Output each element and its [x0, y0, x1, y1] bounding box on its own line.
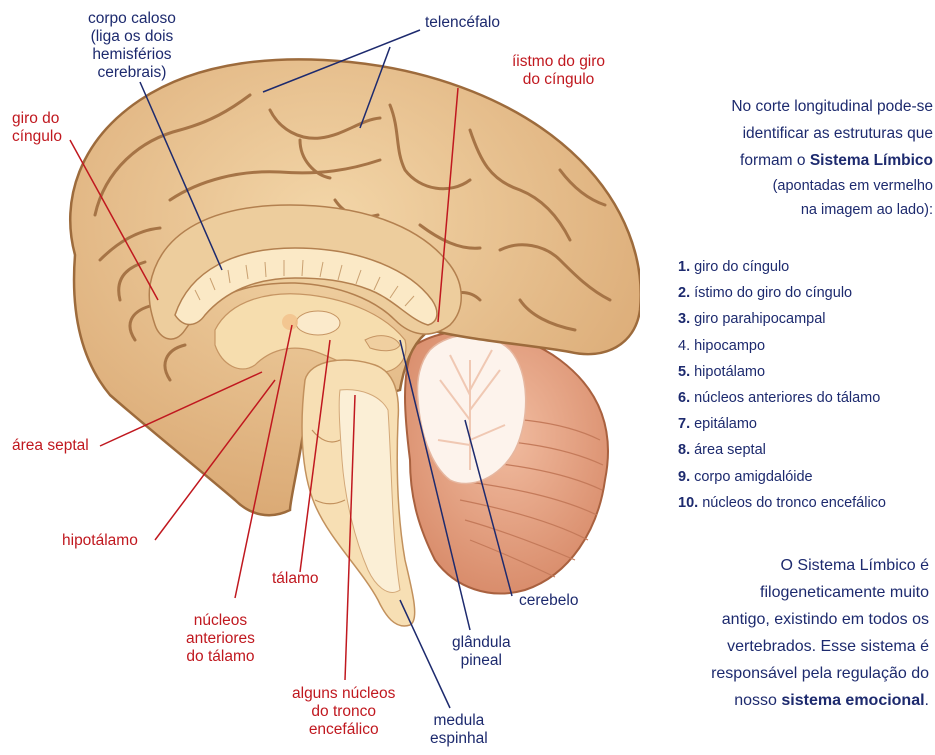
label-glandula-line1: glândula [452, 634, 511, 652]
list-item-number: 4. [678, 338, 690, 354]
label-alguns-nucleos-line2: do tronco [292, 703, 395, 721]
label-medula-line1: medula [430, 712, 488, 730]
label-giro-cingulo: giro do cíngulo [12, 110, 62, 146]
outro-line6-bold: sistema emocional [781, 692, 924, 709]
intro-line3-bold: Sistema Límbico [810, 152, 933, 169]
outro-line4: vertebrados. Esse sistema é [711, 633, 929, 660]
brain-illustration [0, 0, 640, 755]
label-giro-cingulo-line1: giro do [12, 110, 62, 128]
list-item: 5. hipotálamo [678, 359, 886, 385]
label-hipotalamo: hipotálamo [62, 532, 138, 550]
label-corpo-caloso-line1: corpo caloso [88, 10, 176, 28]
list-item: 4. hipocampo [678, 333, 886, 359]
label-corpo-caloso-line4: cerebrais) [88, 64, 176, 82]
label-alguns-nucleos-line3: encefálico [292, 721, 395, 739]
list-item-text: giro do cíngulo [690, 259, 789, 275]
cerebellum [405, 331, 608, 594]
list-item-text: corpo amigdalóide [690, 469, 813, 485]
label-nucleos-anteriores: núcleos anteriores do tálamo [186, 612, 255, 666]
outro-line6-text: nosso [734, 692, 781, 709]
list-item-text: núcleos anteriores do tálamo [690, 390, 880, 406]
list-item-number: 10. [678, 495, 698, 511]
thalamus-mass [296, 311, 340, 335]
outro-line2: filogeneticamente muito [711, 579, 929, 606]
label-istmo-line1: íistmo do giro [512, 53, 605, 71]
label-corpo-caloso: corpo caloso (liga os dois hemisférios c… [88, 10, 176, 82]
label-cerebelo: cerebelo [519, 592, 578, 610]
intro-line3: formam o Sistema Límbico [731, 147, 933, 174]
list-item-number: 7. [678, 416, 690, 432]
outro-line1: O Sistema Límbico é [711, 552, 929, 579]
label-glandula-line2: pineal [452, 652, 511, 670]
list-item-number: 3. [678, 311, 690, 327]
list-item-number: 8. [678, 442, 690, 458]
label-istmo: íistmo do giro do cíngulo [512, 53, 605, 89]
label-nucleos-anteriores-line2: anteriores [186, 630, 255, 648]
list-item: 9. corpo amigdalóide [678, 464, 886, 490]
label-medula: medula espinhal [430, 712, 488, 748]
intro-text: No corte longitudinal pode-se identifica… [731, 93, 933, 222]
intro-line4: (apontadas em vermelho [731, 174, 933, 198]
list-item-number: 1. [678, 259, 690, 275]
list-item: 8. área septal [678, 437, 886, 463]
label-area-septal: área septal [12, 437, 89, 455]
outro-line3: antigo, existindo em todos os [711, 606, 929, 633]
list-item: 2. ístimo do giro do cíngulo [678, 280, 886, 306]
label-nucleos-anteriores-line3: do tálamo [186, 648, 255, 666]
label-nucleos-anteriores-line1: núcleos [186, 612, 255, 630]
list-item-text: ístimo do giro do cíngulo [690, 285, 852, 301]
list-item: 1. giro do cíngulo [678, 254, 886, 280]
list-item: 6. núcleos anteriores do tálamo [678, 385, 886, 411]
intro-line5: na imagem ao lado): [731, 198, 933, 222]
list-item-text: giro parahipocampal [690, 311, 825, 327]
list-item-text: epitálamo [690, 416, 757, 432]
list-item-text: área septal [690, 442, 766, 458]
label-medula-line2: espinhal [430, 730, 488, 748]
intro-line1: No corte longitudinal pode-se [731, 93, 933, 120]
outro-line6-end: . [925, 692, 929, 709]
outro-line6: nosso sistema emocional. [711, 687, 929, 714]
list-item-text: núcleos do tronco encefálico [698, 495, 886, 511]
label-alguns-nucleos-line1: alguns núcleos [292, 685, 395, 703]
label-istmo-line2: do cíngulo [512, 71, 605, 89]
outro-text: O Sistema Límbico é filogeneticamente mu… [711, 552, 929, 714]
label-corpo-caloso-line3: hemisférios [88, 46, 176, 64]
brainstem [302, 360, 415, 626]
list-item-text: hipotálamo [690, 364, 765, 380]
intro-line3-text: formam o [740, 152, 810, 169]
intro-line2: identificar as estruturas que [731, 120, 933, 147]
label-glandula: glândula pineal [452, 634, 511, 670]
list-item-number: 5. [678, 364, 690, 380]
label-corpo-caloso-line2: (liga os dois [88, 28, 176, 46]
label-telencefalo: telencéfalo [425, 14, 500, 32]
label-talamo: tálamo [272, 570, 319, 588]
list-item-number: 9. [678, 469, 690, 485]
list-item-text: hipocampo [690, 338, 765, 354]
list-item-number: 6. [678, 390, 690, 406]
list-item: 3. giro parahipocampal [678, 306, 886, 332]
list-item-number: 2. [678, 285, 690, 301]
list-item: 7. epitálamo [678, 411, 886, 437]
label-alguns-nucleos: alguns núcleos do tronco encefálico [292, 685, 395, 739]
outro-line5: responsável pela regulação do [711, 660, 929, 687]
label-giro-cingulo-line2: cíngulo [12, 128, 62, 146]
list-item: 10. núcleos do tronco encefálico [678, 490, 886, 516]
